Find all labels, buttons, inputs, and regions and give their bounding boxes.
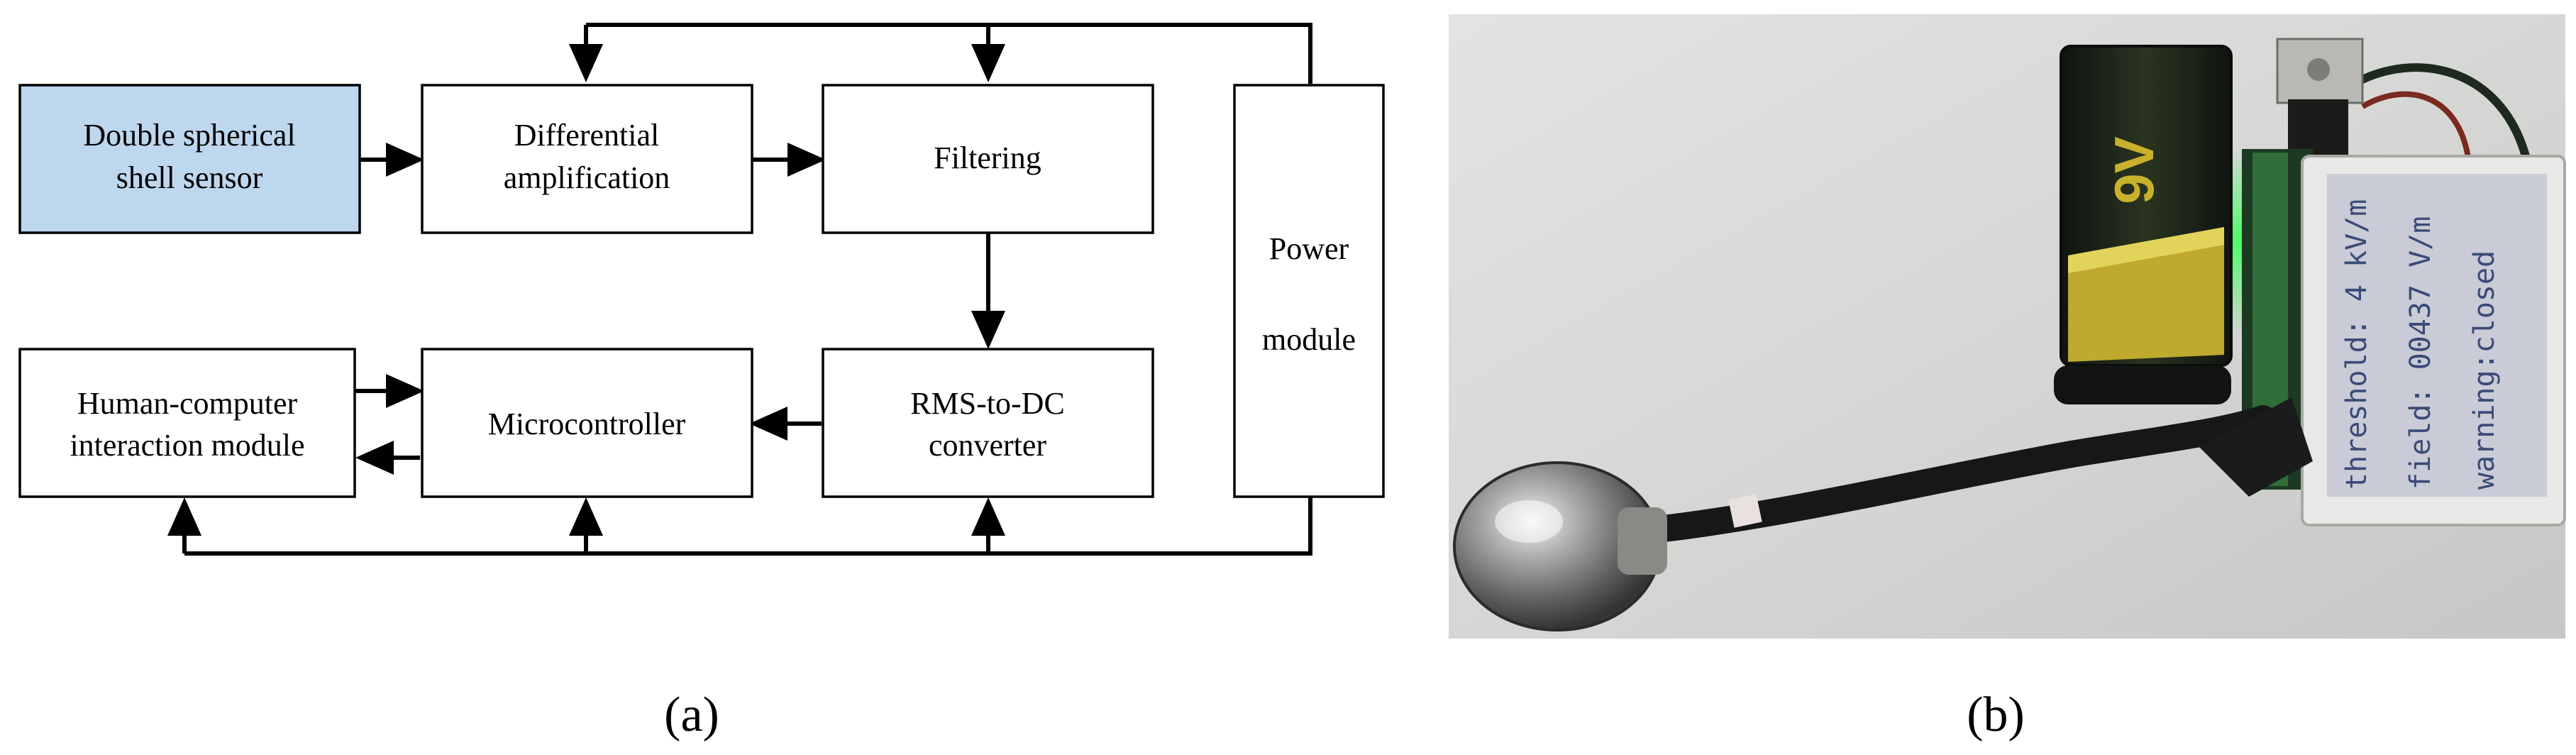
diffamp-label-line2: amplification [504,160,670,195]
block-hci: Human-computer interaction module [18,348,356,498]
block-differential-amplification: Differential amplification [421,84,753,234]
small-module [2276,38,2364,163]
power-label-line2: module [1262,322,1356,357]
lcd-line-warning: warning:closed [2468,250,2501,490]
connection-lines [167,23,1312,556]
hci-label-line1: Human-computer [77,386,298,421]
sensor-label-line1: Double spherical [83,118,295,153]
block-rms-to-dc: RMS-to-DC converter [822,348,1154,498]
lcd-line-field: field: 00437 V/m [2404,216,2437,490]
power-bus-top [586,23,1312,84]
caption-b: (b) [1967,688,2025,742]
block-filtering: Filtering [822,84,1154,234]
lcd-line-threshold: threshold: 4 kV/m [2340,199,2373,490]
power-bus-bottom [184,497,1312,556]
filtering-label: Filtering [934,140,1041,175]
device-photo: 9V threshold: 4 kV/m field: 00437 V/m wa… [1449,14,2566,639]
battery-label: 9V [2103,136,2165,204]
sphere-sensor [1453,461,1667,632]
lcd-display: threshold: 4 kV/m field: 00437 V/m warni… [2301,155,2566,527]
power-label-line1: Power [1269,231,1349,266]
rms-label-line2: converter [929,428,1046,463]
block-microcontroller: Microcontroller [421,348,753,498]
top-wires [2338,63,2530,158]
battery: 9V [2054,45,2233,404]
mcu-label: Microcontroller [488,407,686,441]
block-sensor: Double spherical shell sensor [18,84,361,234]
block-diagram: Double spherical shell sensor Differenti… [18,23,1385,556]
diffamp-label-line1: Differential [514,118,659,153]
sensor-label-line2: shell sensor [116,160,263,195]
caption-a: (a) [664,688,719,742]
hci-label-line2: interaction module [70,428,304,463]
rms-label-line1: RMS-to-DC [910,386,1065,421]
block-power-module: Power module [1233,84,1385,498]
